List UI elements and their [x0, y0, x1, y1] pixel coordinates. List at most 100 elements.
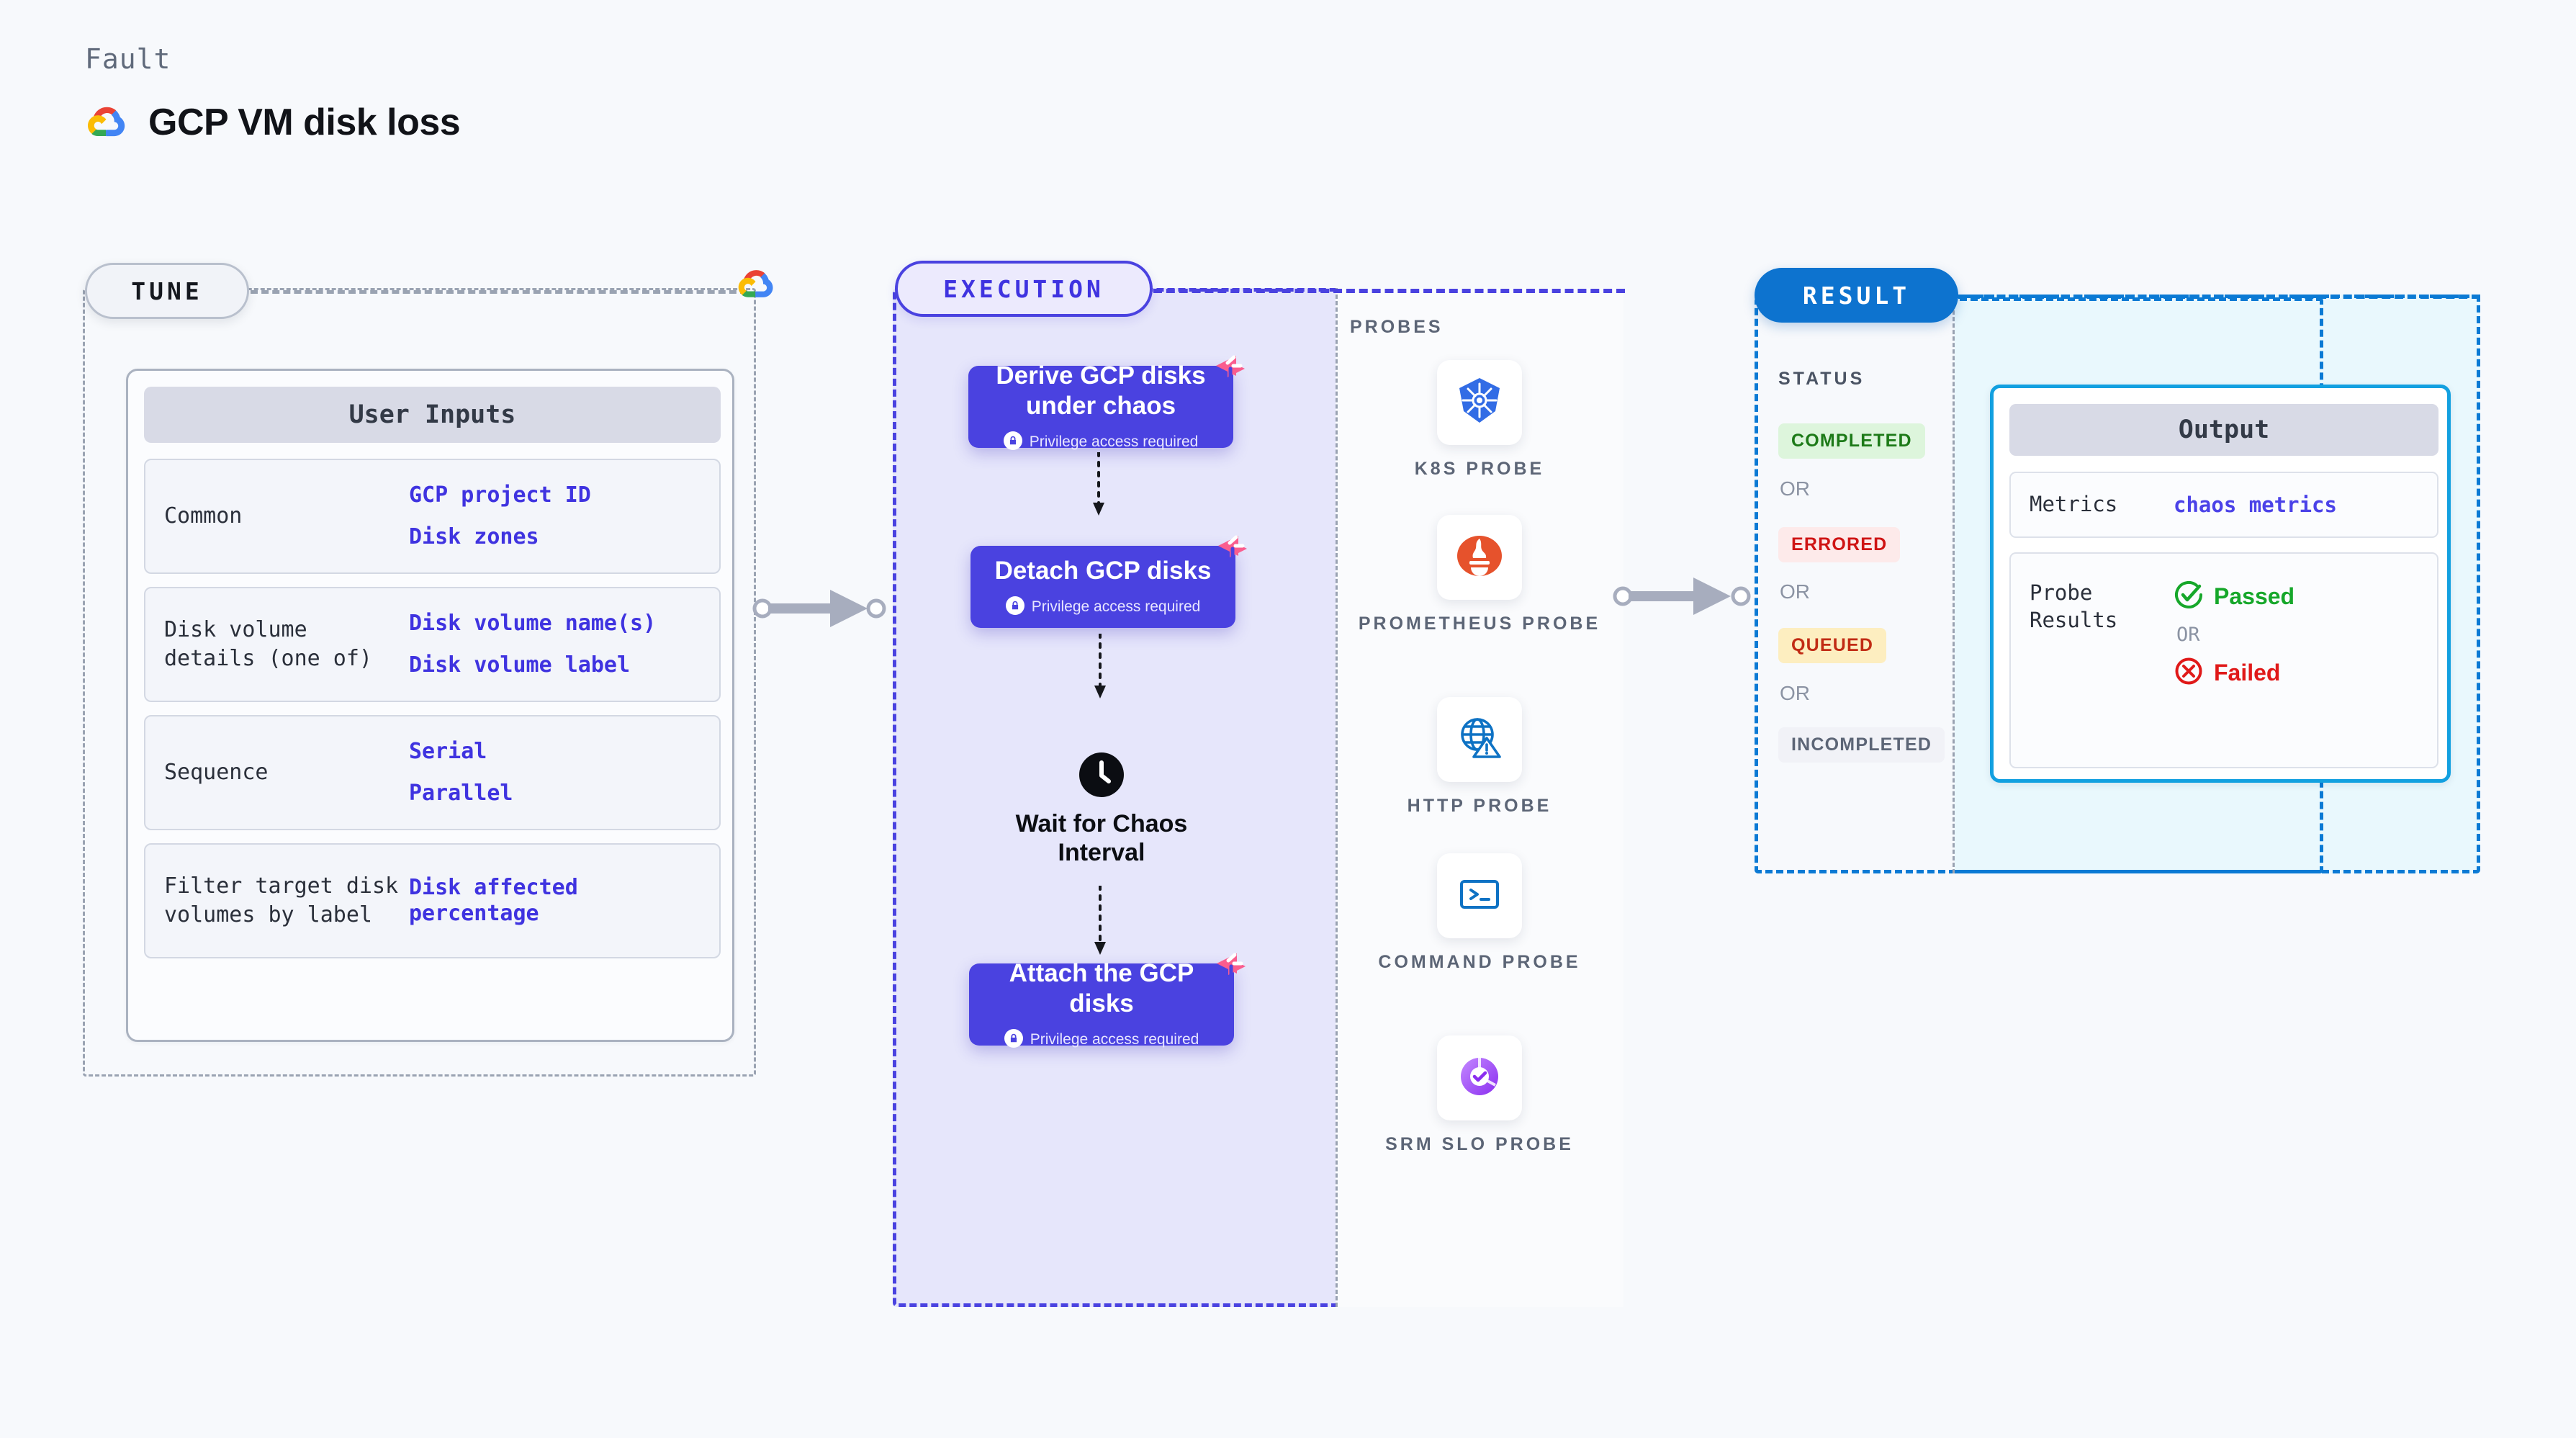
lock-icon [1005, 596, 1024, 619]
wait-node-label: Wait for Chaos Interval [1015, 810, 1188, 867]
param-values: Serial Parallel [409, 739, 513, 806]
terminal-icon [1454, 868, 1505, 924]
param-values: Disk affected percentage [409, 875, 701, 927]
param-value[interactable]: Parallel [409, 781, 513, 806]
param-row-disk-volume-details[interactable]: Disk volume details (one of) Disk volume… [144, 587, 721, 702]
probe-item-http[interactable]: HTTP PROBE [1336, 697, 1623, 819]
probe-results-values: Passed OR Failed [2174, 580, 2294, 690]
srm-slo-icon [1454, 1051, 1505, 1106]
page-title: GCP VM disk loss [148, 102, 461, 143]
tune-badge[interactable]: TUNE [85, 263, 249, 319]
param-key: Common [164, 503, 243, 529]
param-row-common[interactable]: Common GCP project ID Disk zones [144, 459, 721, 574]
param-value[interactable]: Disk volume name(s) [409, 611, 657, 636]
privilege-badge: Privilege access required [1004, 1028, 1199, 1051]
probe-item-k8s[interactable]: K8S PROBE [1336, 360, 1623, 482]
status-or-3: OR [1780, 682, 1810, 704]
output-card-title: Output [2009, 404, 2438, 456]
output-key: Metrics [2030, 492, 2118, 517]
page-header: GCP VM disk loss [85, 101, 461, 144]
param-values: GCP project ID Disk zones [409, 482, 591, 550]
execution-node-derive-gcp-disks[interactable]: Derive GCP disks under chaos Privilege a… [968, 355, 1245, 450]
status-badge-queued[interactable]: QUEUED [1778, 628, 1887, 663]
privilege-badge: Privilege access required [1005, 596, 1200, 619]
param-key: Disk volume details (one of) [164, 617, 372, 671]
param-row-sequence[interactable]: Sequence Serial Parallel [144, 715, 721, 830]
status-or-2: OR [1780, 580, 1810, 603]
lock-icon [1004, 1028, 1023, 1051]
probes-label: PROBES [1350, 317, 1444, 337]
probe-tile[interactable] [1437, 853, 1522, 938]
execution-node-detach-gcp-disks[interactable]: Detach GCP disks Privilege access requir… [970, 535, 1247, 628]
execution-node-attach-gcp-disks[interactable]: Attach the GCP disks Privilege access re… [969, 953, 1246, 1048]
probe-item-prometheus[interactable]: PROMETHEUS PROBE [1336, 515, 1623, 637]
param-values: Disk volume name(s) Disk volume label [409, 611, 656, 678]
lock-icon [1003, 431, 1022, 454]
litmus-chaos-icon [1212, 347, 1249, 388]
probes-subsection [1336, 288, 1623, 1307]
param-key: Filter target disk volumes by label [164, 873, 399, 927]
probe-result-failed: Failed [2174, 656, 2294, 690]
probe-tile[interactable] [1437, 515, 1522, 600]
param-value[interactable]: Serial [409, 739, 487, 764]
result-badge[interactable]: RESULT [1755, 268, 1958, 323]
result-dashed-connector [1958, 295, 2480, 299]
execution-arrow-1 [1090, 451, 1107, 521]
privilege-badge: Privilege access required [1003, 431, 1199, 454]
param-row-filter-target[interactable]: Filter target disk volumes by label Disk… [144, 843, 721, 958]
probe-item-srm-slo[interactable]: SRM SLO PROBE [1336, 1035, 1623, 1157]
privilege-text: Privilege access required [1030, 1031, 1199, 1048]
kubernetes-icon [1454, 375, 1505, 431]
probe-name: COMMAND PROBE [1378, 952, 1581, 972]
litmus-chaos-icon [1214, 527, 1251, 568]
connector-tune-to-execution [752, 580, 904, 641]
probe-tile[interactable] [1437, 697, 1522, 782]
execution-node-title: Derive GCP disks under chaos [996, 361, 1206, 420]
status-badge-incompleted[interactable]: INCOMPLETED [1778, 727, 1945, 763]
output-card: Output Metrics chaos metrics Probe Resul… [1990, 385, 2451, 783]
probe-name: K8S PROBE [1414, 459, 1545, 479]
probe-name: PROMETHEUS PROBE [1358, 614, 1601, 634]
http-globe-warning-icon [1454, 712, 1505, 768]
probe-result-label: Failed [2214, 660, 2281, 686]
user-inputs-title: User Inputs [144, 387, 721, 443]
probe-result-or: OR [2176, 624, 2200, 646]
output-key: Probe Results [2030, 580, 2118, 632]
execution-node-wait-for-chaos-interval[interactable]: Wait for Chaos Interval [1012, 752, 1192, 867]
page-kicker: Fault [85, 43, 171, 75]
result-inner-divider [1953, 297, 1955, 873]
output-row-metrics[interactable]: Metrics chaos metrics [2009, 472, 2438, 538]
output-value[interactable]: chaos metrics [2174, 493, 2337, 517]
execution-arrow-3 [1091, 884, 1109, 960]
tune-dashed-connector [251, 290, 747, 294]
probe-name: SRM SLO PROBE [1385, 1134, 1574, 1154]
execution-badge[interactable]: EXECUTION [895, 261, 1153, 317]
x-circle-icon [2174, 656, 2204, 690]
gcp-logo-icon [85, 104, 128, 141]
param-value[interactable]: Disk zones [409, 524, 539, 549]
privilege-text: Privilege access required [1029, 433, 1199, 450]
connector-execution-to-result [1613, 567, 1767, 629]
probe-name: HTTP PROBE [1407, 796, 1552, 816]
clock-icon [1079, 752, 1124, 801]
param-value[interactable]: Disk affected percentage [409, 875, 578, 926]
probe-result-label: Passed [2214, 583, 2295, 609]
litmus-chaos-icon [1212, 945, 1250, 986]
status-badge-errored[interactable]: ERRORED [1778, 527, 1901, 562]
param-value[interactable]: GCP project ID [409, 482, 591, 508]
probe-item-command[interactable]: COMMAND PROBE [1336, 853, 1623, 975]
probe-tile[interactable] [1437, 360, 1522, 445]
status-badge-completed[interactable]: COMPLETED [1778, 423, 1925, 459]
user-inputs-card: User Inputs Common GCP project ID Disk z… [126, 369, 734, 1042]
probe-result-passed: Passed [2174, 580, 2294, 614]
tune-section [83, 288, 756, 1077]
output-row-probe-results[interactable]: Probe Results Passed OR [2009, 552, 2438, 768]
param-value[interactable]: Disk volume label [409, 652, 631, 678]
tune-gcp-logo-icon [736, 266, 776, 306]
execution-arrow-2 [1091, 632, 1109, 704]
prometheus-icon [1454, 530, 1505, 585]
status-label: STATUS [1778, 369, 1865, 389]
execution-node-title: Attach the GCP disks [1009, 958, 1194, 1017]
execution-node-title: Detach GCP disks [994, 556, 1212, 585]
probe-tile[interactable] [1437, 1035, 1522, 1120]
